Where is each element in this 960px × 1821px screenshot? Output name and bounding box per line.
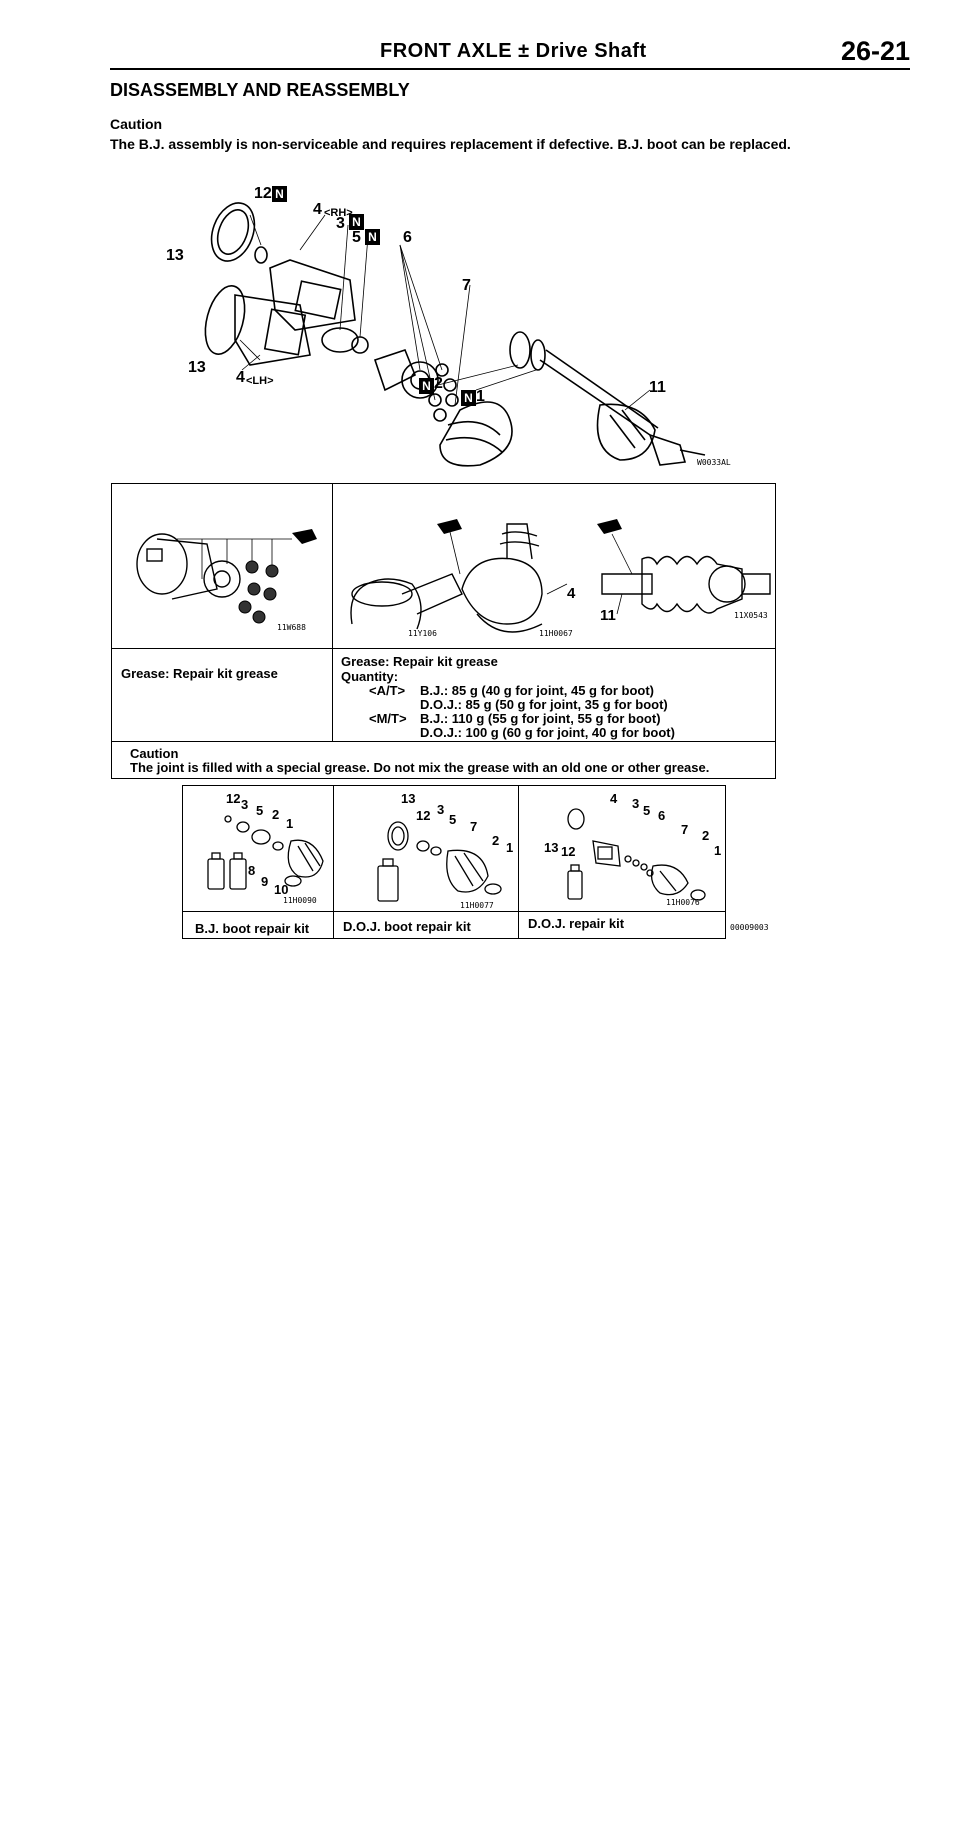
quantity-line: D.O.J.: 85 g (50 g for joint, 35 g for b…	[420, 697, 668, 712]
kit-callout: 12	[226, 791, 241, 806]
callout-6: 6	[403, 229, 412, 246]
table-divider	[112, 648, 775, 649]
kit-callout: 6	[658, 808, 666, 823]
callout-1: 1	[476, 388, 485, 405]
quantity-line: B.J.: 110 g (55 g for joint, 55 g for bo…	[420, 711, 661, 726]
kit-code: 11H0076	[666, 898, 700, 907]
kit-callout: 5	[256, 803, 264, 818]
kit-label-doj-boot: D.O.J. boot repair kit	[343, 919, 471, 934]
callout-13-top: 13	[166, 247, 184, 264]
callout-13-bottom: 13	[188, 359, 206, 376]
kit-callout: 2	[492, 833, 500, 848]
grease-table: 11W688 4 11Y106 11H0067 11 11X0543	[111, 483, 776, 779]
table-divider	[112, 741, 775, 742]
section-heading: DISASSEMBLY AND REASSEMBLY	[110, 80, 410, 100]
callout-lh-label: <LH>	[246, 375, 274, 387]
quantity-label: Quantity:	[341, 669, 399, 684]
header-title: FRONT AXLE ± Drive Shaft	[380, 40, 647, 62]
callout-2: 2	[434, 375, 443, 392]
quantity-trans-at: <A/T>	[369, 683, 406, 698]
caution-text: The B.J. assembly is non-serviceable and…	[110, 136, 791, 152]
kit-code: 11H0077	[460, 901, 494, 910]
kit-callout: 5	[449, 812, 457, 827]
quantity-line: B.J.: 85 g (40 g for joint, 45 g for boo…	[420, 683, 655, 698]
new-part-badge: N	[365, 229, 380, 245]
table-divider	[333, 786, 334, 938]
shaft-boot-grease-drawing	[597, 519, 771, 615]
figure-code: W0033AL	[697, 458, 731, 467]
grease-spec-left: Grease: Repair kit grease	[121, 666, 278, 681]
image-code: 11Y106	[408, 629, 437, 638]
quantity-trans-mt: <M/T>	[369, 711, 407, 726]
doj-boot-kit-drawing	[377, 821, 502, 902]
grease-caution-label: Caution	[130, 746, 179, 761]
new-part-badge: N	[349, 214, 364, 230]
callout-5: 5	[352, 229, 361, 246]
image-code: 11H0067	[539, 629, 573, 638]
kit-callout: 7	[681, 822, 689, 837]
callout-7: 7	[462, 277, 471, 294]
kit-callout: 10	[274, 882, 289, 897]
kit-callout: 1	[286, 816, 294, 831]
table-divider	[183, 911, 725, 912]
image-code: 11W688	[277, 623, 306, 632]
kit-callout: 4	[610, 791, 618, 806]
new-part-badge: N	[461, 390, 476, 406]
repair-kit-table: 12 3 5 2 1 8 9 10 11H0090 13 12 3 5 7 2 …	[182, 785, 726, 939]
kit-callout: 8	[248, 863, 256, 878]
caution-label: Caution	[110, 116, 163, 132]
new-part-badge: N	[419, 378, 434, 394]
kit-callout: 12	[416, 808, 431, 823]
callout-4-lh: 4	[236, 369, 245, 386]
image-callout-4: 4	[567, 585, 576, 602]
kit-callout: 1	[714, 843, 722, 858]
grease-caution-text: The joint is filled with a special greas…	[130, 760, 710, 775]
kit-callout: 13	[401, 791, 416, 806]
doj-repair-kit-drawing	[567, 808, 706, 901]
new-part-badge: N	[272, 186, 287, 202]
bj-boot-kit-drawing	[207, 815, 324, 890]
header-rule	[110, 68, 910, 70]
kit-callout: 12	[561, 844, 576, 859]
callout-4-rh: 4	[313, 201, 322, 218]
kit-callout: 3	[437, 802, 445, 817]
page-header: FRONT AXLE ± Drive Shaft 26-21	[110, 36, 910, 66]
page-number: 26-21	[840, 36, 910, 66]
callout-3: 3	[336, 215, 345, 232]
kit-callout: 2	[272, 807, 280, 822]
image-code: 11X0543	[734, 611, 768, 620]
kit-label-doj-repair: D.O.J. repair kit	[528, 916, 625, 931]
kit-callout: 3	[632, 796, 640, 811]
kit-label-bj-boot: B.J. boot repair kit	[195, 921, 310, 936]
kit-callout: 2	[702, 828, 710, 843]
kit-callout: 7	[470, 819, 478, 834]
kit-code: 11H0090	[283, 896, 317, 905]
kit-callout: 1	[506, 840, 514, 855]
table-divider	[332, 484, 333, 741]
callout-rh-label: <RH>	[324, 207, 353, 219]
figure-code: 00009003	[730, 923, 769, 932]
kit-callout: 13	[544, 840, 559, 855]
kit-callout: 9	[261, 874, 269, 889]
callout-12: 12	[254, 185, 272, 202]
quantity-line: D.O.J.: 100 g (60 g for joint, 40 g for …	[420, 725, 675, 740]
kit-callout: 5	[643, 803, 651, 818]
grease-spec-right: Grease: Repair kit grease	[341, 654, 498, 669]
boot-grease-drawing	[350, 519, 568, 633]
joint-grease-drawing	[136, 529, 317, 624]
callout-11: 11	[649, 379, 666, 396]
image-callout-11: 11	[600, 607, 616, 624]
kit-callout: 3	[241, 797, 249, 812]
table-divider	[518, 786, 519, 938]
